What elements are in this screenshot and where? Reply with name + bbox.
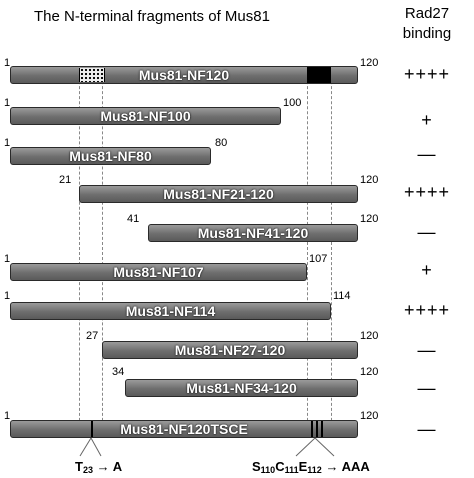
start-number: 21 <box>59 174 72 186</box>
binding-value: — <box>417 222 437 242</box>
black-domain <box>307 67 331 83</box>
figure-title: The N-terminal fragments of Mus81 <box>34 8 270 25</box>
binding-value: ++++ <box>403 300 451 320</box>
start-number: 1 <box>4 290 11 302</box>
end-number: 107 <box>309 253 328 265</box>
start-number: 1 <box>4 137 11 149</box>
binding-value: + <box>421 110 433 130</box>
binding-value: ++++ <box>403 64 451 84</box>
fragment-label: Mus81-NF120TSCE <box>120 421 248 437</box>
sce-mutation-mark-1 <box>311 421 313 437</box>
fragment-bar-nf107: Mus81-NF107 <box>10 263 307 281</box>
end-number: 114 <box>333 290 351 302</box>
fragment-label: Mus81-NF41-120 <box>197 225 309 241</box>
dotted-domain <box>79 68 105 82</box>
guide-line-27 <box>102 66 103 436</box>
sce-mutation-mark-2 <box>316 421 318 437</box>
t23-mutation-mark <box>91 421 93 437</box>
binding-header-line1: Rad27 <box>404 5 450 22</box>
mutation-label-sce: S110C111E112 → AAA <box>252 459 370 475</box>
fragment-bar-nf100: Mus81-NF100 <box>10 107 281 125</box>
fragment-bar-nf34-120: Mus81-NF34-120 <box>125 379 358 397</box>
guide-line-114 <box>331 66 332 436</box>
fragment-label: Mus81-NF80 <box>69 148 152 164</box>
binding-value: ++++ <box>403 182 451 202</box>
end-number: 120 <box>360 213 379 225</box>
start-number: 41 <box>127 213 140 225</box>
start-number: 1 <box>4 253 11 265</box>
fragment-label: Mus81-NF120 <box>138 67 230 83</box>
start-number: 27 <box>86 330 99 342</box>
end-number: 120 <box>360 410 379 422</box>
fragment-label: Mus81-NF27-120 <box>174 342 286 358</box>
guide-line-21 <box>79 66 80 436</box>
fragment-bar-nf120: Mus81-NF120 <box>10 66 358 84</box>
mutation-label-t23: T23 → A <box>75 459 123 475</box>
guide-line-107 <box>307 66 308 436</box>
end-number: 100 <box>283 97 302 109</box>
binding-header-line2: binding <box>402 25 452 42</box>
start-number: 1 <box>4 97 11 109</box>
end-number: 80 <box>215 137 228 149</box>
fragment-bar-nf80: Mus81-NF80 <box>10 147 211 165</box>
binding-value: — <box>417 378 437 398</box>
sce-mutation-mark-3 <box>321 421 323 437</box>
end-number: 120 <box>360 57 379 69</box>
fragment-label: Mus81-NF100 <box>100 108 191 124</box>
fragment-bar-nf41-120: Mus81-NF41-120 <box>148 224 358 242</box>
end-number: 120 <box>360 330 379 342</box>
binding-value: — <box>417 419 437 439</box>
fragment-label: Mus81-NF107 <box>113 264 204 280</box>
binding-value: — <box>417 144 437 164</box>
binding-value: + <box>421 260 433 280</box>
fragment-label: Mus81-NF34-120 <box>186 380 297 396</box>
binding-value: — <box>417 340 437 360</box>
fragment-bar-nf120tsce: Mus81-NF120TSCE <box>10 420 358 438</box>
fragment-label: Mus81-NF114 <box>125 303 216 319</box>
binding-header: Rad27 binding <box>392 4 462 44</box>
end-number: 120 <box>360 366 379 378</box>
fragment-bar-nf114: Mus81-NF114 <box>10 302 331 320</box>
start-number: 1 <box>4 410 11 422</box>
fragment-label: Mus81-NF21-120 <box>163 186 274 202</box>
start-number: 34 <box>112 366 125 378</box>
end-number: 120 <box>360 174 379 186</box>
fragment-bar-nf27-120: Mus81-NF27-120 <box>102 341 358 359</box>
start-number: 1 <box>4 57 11 69</box>
fragment-bar-nf21-120: Mus81-NF21-120 <box>79 185 358 203</box>
